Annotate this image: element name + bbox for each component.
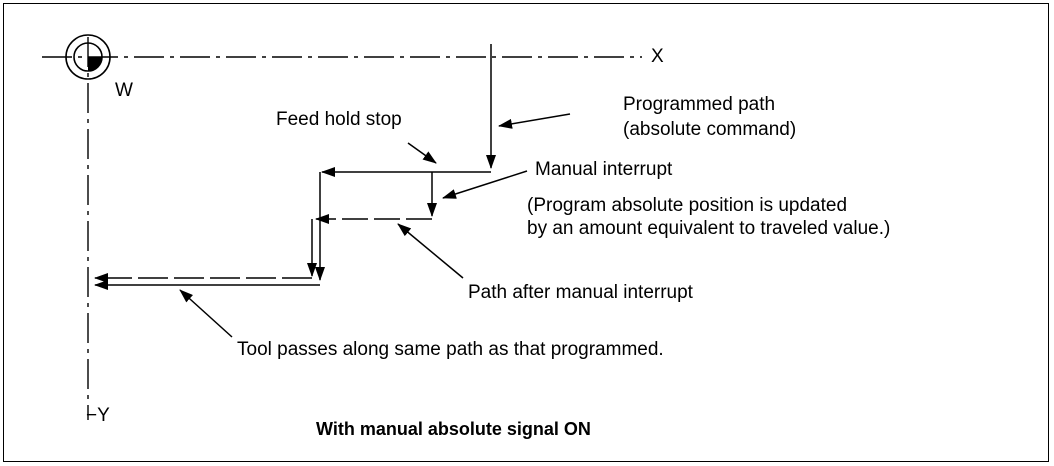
tool-passes-label: Tool passes along same path as that prog… <box>237 339 664 360</box>
feed-hold-stop-label: Feed hold stop <box>276 109 402 130</box>
programmed-path-label: Programmed path <box>623 94 776 115</box>
manual-interrupt-label: Manual interrupt <box>535 159 673 180</box>
diagram-frame <box>3 3 1049 462</box>
diagram-caption: With manual absolute signal ON <box>316 419 591 439</box>
note-line-2: by an amount equivalent to traveled valu… <box>527 218 891 239</box>
path-after-interrupt <box>94 214 432 283</box>
y-axis-label: −Y <box>86 405 110 426</box>
path-after-interrupt-label: Path after manual interrupt <box>468 282 693 303</box>
x-axis-label: X <box>651 46 664 67</box>
origin-label: W <box>115 80 133 101</box>
note-line-1: (Program absolute position is updated <box>527 195 848 216</box>
programmed-path-sublabel: (absolute command) <box>623 119 797 140</box>
callout-arrows <box>179 113 571 338</box>
programmed-path <box>94 44 496 290</box>
